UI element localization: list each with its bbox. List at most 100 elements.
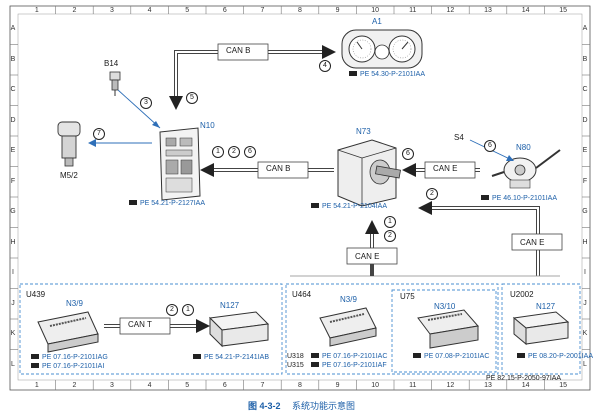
washer-pump-icon	[57, 121, 81, 167]
module-n3-10: N3/10	[434, 302, 456, 311]
ref-u75: PE 07.08-P-2101IAC	[424, 353, 490, 360]
grid-row-label: B	[582, 55, 588, 63]
powertrain-module-icon	[208, 311, 270, 348]
module-n127-a: N127	[220, 301, 240, 310]
grid-row-label: C	[582, 86, 588, 94]
step-marker: 6	[402, 148, 414, 160]
group-box-u464-u75	[285, 283, 499, 375]
grid-column-label: 11	[409, 7, 417, 14]
grid-column-label: 13	[484, 7, 492, 14]
grid-row-label: A	[582, 25, 588, 33]
grid-column-label: 1	[34, 382, 39, 389]
s4-signal-arrowhead	[506, 155, 514, 161]
bus-label-can-e-right: CAN E	[433, 164, 458, 173]
grid-column-label: 9	[335, 382, 340, 389]
step-marker: 2	[384, 230, 396, 242]
step-marker: 2	[426, 188, 438, 200]
grid-column-label: 15	[559, 382, 568, 389]
variant-u2002: U2002	[510, 290, 534, 299]
variant-u439: U439	[26, 290, 46, 299]
combination-switch-icon	[491, 149, 561, 189]
label-m5-2: M5/2	[60, 171, 78, 180]
step-marker: 1	[384, 216, 396, 228]
ref-n80: PE 46.10-P-2101IAA	[492, 195, 557, 202]
grid-column-label: 2	[72, 382, 77, 389]
grid-column-label: 14	[521, 382, 530, 389]
grid-row-label: I	[12, 269, 14, 277]
grid-column-label: 13	[484, 382, 492, 389]
grid-column-label: 10	[371, 7, 380, 14]
grid-column-label: 1	[34, 7, 39, 14]
grid-column-label: 10	[371, 382, 380, 389]
can-e-center-arrow	[290, 220, 560, 277]
grid-column-label: 3	[110, 382, 114, 389]
figure-number: 图 4-3-2	[248, 401, 281, 411]
grid-column-label: 14	[521, 7, 530, 14]
can-e-lower-arrow	[418, 201, 563, 276]
grid-column-label: 8	[298, 382, 302, 389]
grid-row-label: K	[10, 330, 16, 338]
ref-n73: PE 54.21-P-2104IAA	[322, 203, 387, 210]
grid-column-label: 12	[446, 382, 455, 389]
row-ticks	[10, 44, 590, 350]
label-n10: N10	[200, 121, 215, 130]
grid-row-label: L	[583, 360, 587, 368]
bus-label-can-b-mid: CAN B	[266, 164, 291, 173]
sam-module-icon	[159, 127, 201, 201]
grid-row-label: L	[11, 360, 15, 368]
grid-column-label: 12	[446, 7, 455, 14]
ref-a1: PE 54.30-P-2101IAA	[360, 71, 425, 78]
powertrain-module-u2002-icon	[512, 311, 570, 346]
label-n73: N73	[356, 127, 371, 136]
variant-u464: U464	[292, 290, 312, 299]
step-marker: 5	[186, 92, 198, 104]
grid-column-label: 6	[222, 7, 227, 14]
step-marker: 6	[244, 146, 256, 158]
group-box-u75	[391, 289, 497, 373]
ref-u464-2: PE 07.16-P-2101IAF	[322, 362, 387, 369]
grid-row-label: K	[582, 330, 588, 338]
grid-row-label: C	[10, 86, 16, 94]
engine-control-unit-u464-icon	[319, 307, 377, 347]
bus-label-can-e-lower: CAN E	[520, 238, 545, 247]
grid-column-label: 2	[72, 7, 77, 14]
grid-row-label: B	[10, 55, 16, 63]
label-n80: N80	[516, 143, 531, 152]
grid-column-label: 15	[559, 7, 568, 14]
grid-row-label: I	[584, 269, 586, 277]
step-marker: 4	[319, 60, 331, 72]
grid-row-label: E	[582, 147, 588, 155]
grid-column-label: 6	[222, 382, 227, 389]
ref-u464-1: PE 07.16-P-2101IAC	[322, 353, 388, 360]
step-marker: 2	[228, 146, 240, 158]
step-marker: 1	[212, 146, 224, 158]
sub-u318: U318	[287, 353, 304, 360]
figure-caption: 系统功能示意图	[292, 401, 356, 411]
grid-row-label: J	[583, 299, 587, 307]
grid-row-label: A	[10, 25, 16, 33]
group-box-u2002	[501, 283, 581, 375]
can-e-right-arrow	[402, 161, 480, 179]
bus-label-can-e-center: CAN E	[355, 252, 380, 261]
step-marker: 2	[166, 304, 178, 316]
grid-column-label: 7	[260, 382, 265, 389]
step-marker: 3	[140, 97, 152, 109]
ref-u2002: PE 08.20-P-2001IAA	[528, 353, 593, 360]
grid-column-label: 11	[409, 382, 417, 389]
ref-u439-2: PE 07.16-P-2101IAI	[42, 363, 105, 370]
label-a1: A1	[372, 17, 382, 26]
step-marker: 6	[484, 140, 496, 152]
module-n3-9-u464: N3/9	[340, 295, 357, 304]
sub-u315: U315	[287, 362, 304, 369]
b14-signal-arrowhead	[152, 121, 160, 128]
grid-row-label: E	[10, 147, 16, 155]
b14-signal-line	[117, 89, 161, 129]
engine-control-unit-icon	[37, 311, 99, 353]
grid-column-label: 5	[185, 7, 190, 14]
module-n3-9-u439: N3/9	[66, 299, 83, 308]
grid-column-label: 5	[185, 382, 190, 389]
grid-row-label: G	[582, 208, 588, 216]
can-b-top-arrow	[169, 43, 336, 110]
